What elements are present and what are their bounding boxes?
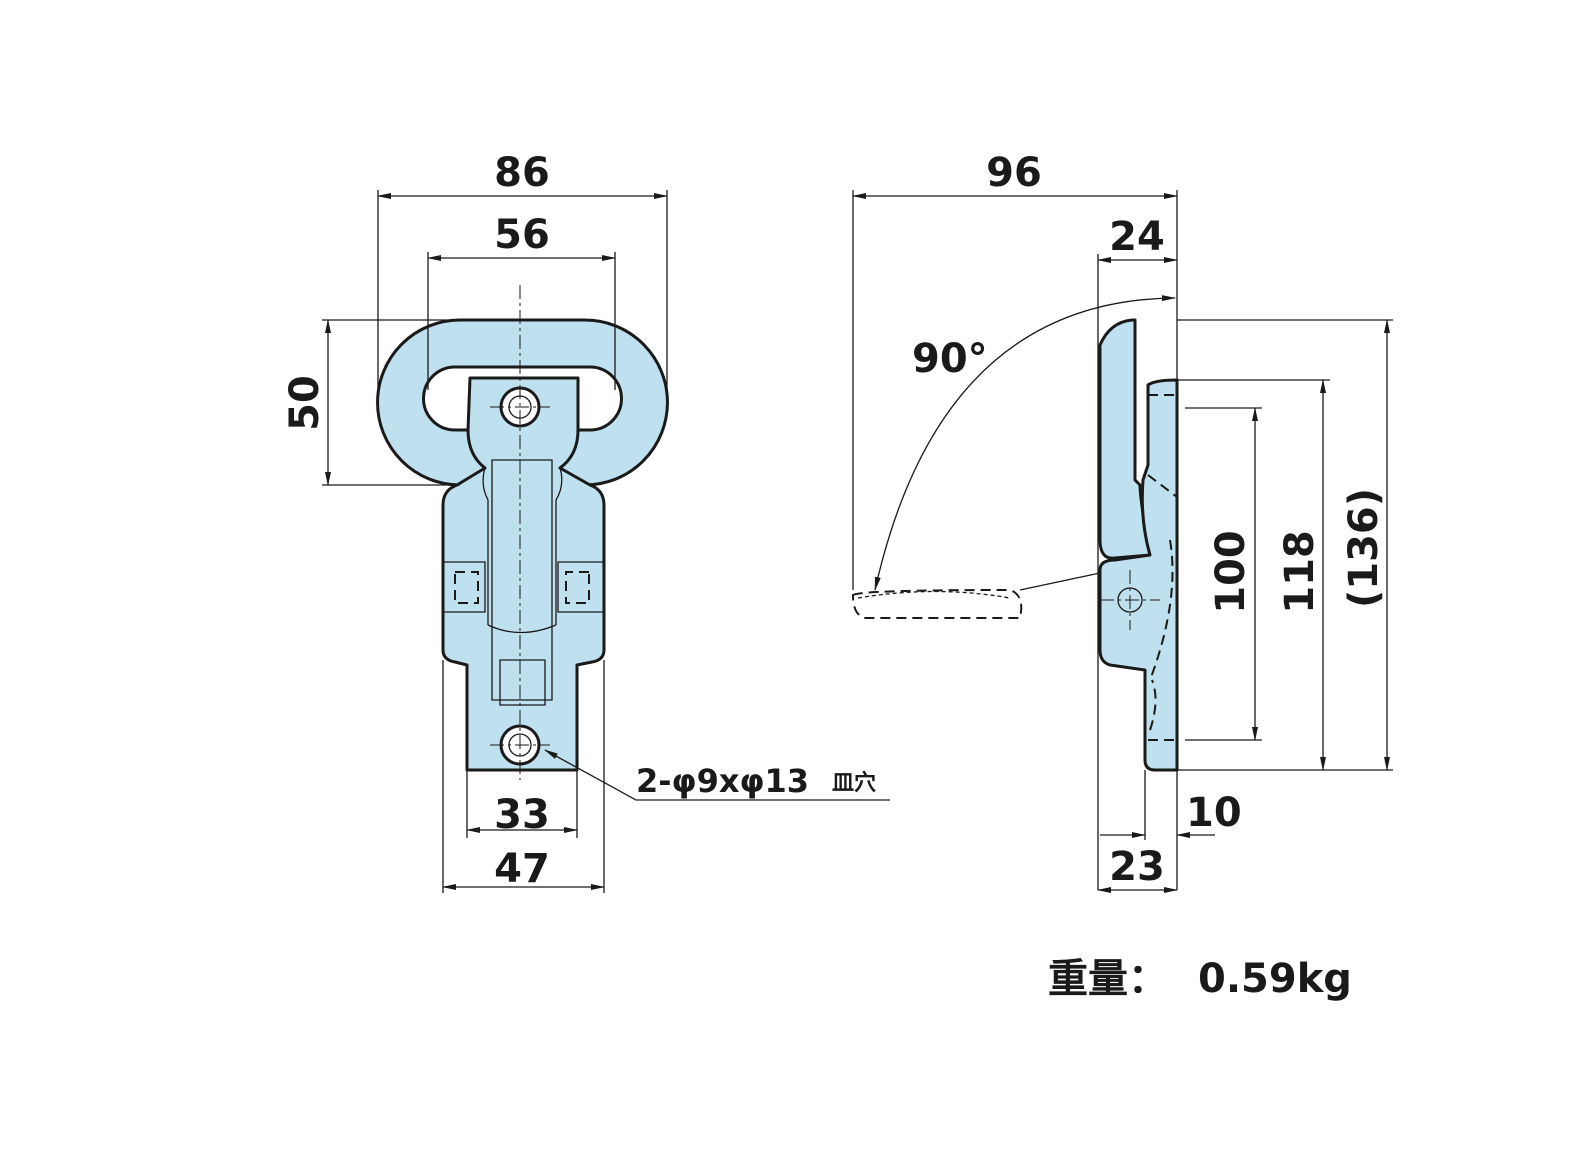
handle-open-position bbox=[851, 588, 1023, 619]
dim-slot-width: 56 bbox=[494, 212, 550, 258]
dim-hole-pitch-width: 33 bbox=[494, 792, 550, 838]
hole-note-spec: 2-φ9xφ13 bbox=[636, 762, 809, 800]
dim-swing-angle: 90° bbox=[912, 336, 988, 382]
dim-overall-height: (136) bbox=[1341, 488, 1387, 608]
dim-base-height: 118 bbox=[1277, 530, 1323, 614]
front-view: 86 56 50 33 47 2-φ9xφ13 皿穴 bbox=[282, 150, 890, 893]
dim-ring-height: 50 bbox=[282, 375, 328, 431]
dim-base-depth: 24 bbox=[1109, 214, 1165, 260]
hole-note-type: 皿穴 bbox=[832, 770, 876, 796]
weight-value: 0.59kg bbox=[1198, 956, 1352, 1002]
weight-label: 重量： bbox=[1048, 956, 1168, 1002]
dim-total-depth: 96 bbox=[986, 150, 1042, 196]
dim-overall-width: 86 bbox=[494, 150, 550, 196]
dim-hole-pitch: 100 bbox=[1208, 530, 1254, 614]
dim-plate-thickness: 10 bbox=[1186, 790, 1242, 836]
side-view: 96 24 90° 100 118 (136) 10 23 bbox=[851, 150, 1393, 893]
dim-body-width: 47 bbox=[494, 846, 550, 892]
dim-body-depth: 23 bbox=[1109, 844, 1165, 890]
